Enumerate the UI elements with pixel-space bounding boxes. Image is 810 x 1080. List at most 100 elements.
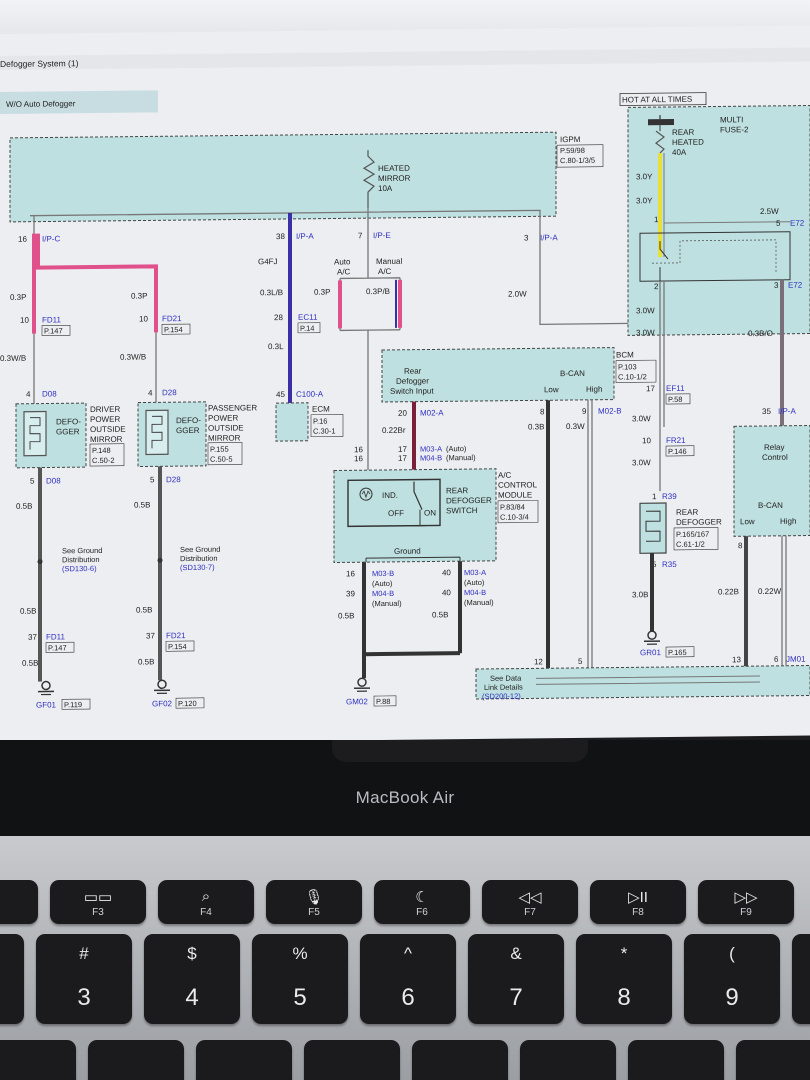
- svg-text:P.88: P.88: [376, 697, 390, 706]
- svg-text:M02-A: M02-A: [420, 408, 444, 417]
- bezel-notch: [332, 740, 588, 762]
- svg-text:16: 16: [354, 445, 363, 454]
- key-letter-row[interactable]: [736, 1040, 810, 1080]
- svg-text:28: 28: [274, 313, 283, 322]
- svg-text:10: 10: [20, 316, 29, 325]
- key-symbol: #: [79, 944, 89, 963]
- mirror-fuse-l2: MIRROR: [378, 174, 411, 183]
- key-7[interactable]: &7: [468, 934, 564, 1024]
- svg-text:High: High: [586, 385, 602, 394]
- key-letter-row[interactable]: [88, 1040, 184, 1080]
- key-0[interactable]: )0: [792, 934, 810, 1024]
- svg-text:(Auto): (Auto): [464, 578, 485, 587]
- svg-text:3: 3: [774, 281, 779, 290]
- conn-ipa2: I/P-A: [540, 233, 558, 242]
- key-letter-row[interactable]: [0, 1040, 76, 1080]
- svg-text:0.3B/O: 0.3B/O: [748, 329, 773, 338]
- svg-text:2: 2: [654, 282, 659, 291]
- svg-text:OFF: OFF: [388, 509, 404, 518]
- key-f2[interactable]: ☼F2: [0, 880, 38, 924]
- svg-text:17: 17: [398, 445, 407, 454]
- svg-text:JM01: JM01: [786, 655, 806, 664]
- key-letter-row[interactable]: [412, 1040, 508, 1080]
- conn-ipe: I/P-E: [373, 231, 391, 240]
- svg-text:3.0W: 3.0W: [636, 306, 655, 315]
- svg-text:1: 1: [654, 215, 659, 224]
- svg-text:BCM: BCM: [616, 350, 634, 359]
- function-icon: ⌕: [201, 888, 211, 905]
- svg-text:P.147: P.147: [44, 326, 63, 335]
- igpm-ref-box: [556, 144, 604, 168]
- svg-text:0.3P/B: 0.3P/B: [366, 287, 390, 296]
- key-letter-row[interactable]: [520, 1040, 616, 1080]
- svg-text:0.5B: 0.5B: [338, 611, 354, 620]
- data-link-box: [475, 665, 810, 700]
- function-icon: ▷II: [628, 889, 648, 906]
- key-letter-row[interactable]: [304, 1040, 400, 1080]
- svg-text:M03-A: M03-A: [420, 444, 442, 453]
- svg-text:Switch Input: Switch Input: [390, 386, 434, 395]
- svg-text:4: 4: [26, 390, 31, 399]
- key-f7[interactable]: ◁◁F7: [482, 880, 578, 924]
- key-4[interactable]: $4: [144, 934, 240, 1024]
- key-f9[interactable]: ▷▷F9: [698, 880, 794, 924]
- svg-text:0.3W/B: 0.3W/B: [0, 354, 26, 363]
- key-8[interactable]: *8: [576, 934, 672, 1024]
- svg-text:GR01: GR01: [640, 648, 661, 657]
- svg-text:M04-B: M04-B: [372, 589, 394, 598]
- svg-text:GGER: GGER: [176, 426, 200, 435]
- key-f4[interactable]: ⌕F4: [158, 880, 254, 924]
- key-letter-row[interactable]: [628, 1040, 724, 1080]
- svg-text:0.3P: 0.3P: [10, 293, 26, 302]
- svg-text:0.5B: 0.5B: [138, 657, 154, 666]
- svg-text:0.5B: 0.5B: [22, 659, 38, 668]
- svg-text:P.165: P.165: [668, 648, 687, 657]
- key-6[interactable]: ^6: [360, 934, 456, 1024]
- svg-text:(Auto): (Auto): [372, 579, 393, 588]
- svg-text:DEFO-: DEFO-: [56, 417, 81, 426]
- svg-text:R35: R35: [662, 560, 677, 569]
- svg-text:DEFOGGER: DEFOGGER: [446, 496, 492, 505]
- svg-text:0.22W: 0.22W: [758, 587, 782, 596]
- svg-text:MIRROR: MIRROR: [90, 435, 123, 444]
- svg-text:Low: Low: [740, 517, 755, 526]
- key-2[interactable]: @2: [0, 934, 24, 1024]
- laptop-bezel: MacBook Air: [0, 740, 810, 840]
- svg-text:D28: D28: [162, 388, 177, 397]
- svg-text:P.119: P.119: [64, 700, 82, 709]
- igpm-ref2: C.80-1/3/5: [560, 156, 595, 165]
- svg-text:FD11: FD11: [46, 632, 66, 641]
- svg-text:0.3W: 0.3W: [566, 422, 585, 431]
- svg-text:0.5B: 0.5B: [136, 605, 152, 614]
- key-3[interactable]: #3: [36, 934, 132, 1024]
- svg-text:CONTROL: CONTROL: [498, 480, 538, 489]
- svg-text:ECM: ECM: [312, 405, 330, 414]
- svg-text:37: 37: [146, 631, 155, 640]
- wire-20w: [539, 226, 630, 326]
- svg-text:37: 37: [28, 633, 37, 642]
- key-f6[interactable]: ☾F6: [374, 880, 470, 924]
- function-icon: ▭▭: [83, 889, 113, 906]
- svg-text:5: 5: [578, 657, 583, 666]
- svg-text:40: 40: [442, 588, 451, 597]
- key-9[interactable]: (9: [684, 934, 780, 1024]
- conn-ipc: I/P-C: [42, 234, 60, 243]
- key-f3[interactable]: ▭▭F3: [50, 880, 146, 924]
- variant-tab: [0, 90, 158, 114]
- svg-text:Defogger: Defogger: [396, 377, 429, 386]
- ecm-box: [275, 402, 309, 442]
- svg-text:See Data: See Data: [490, 674, 522, 683]
- svg-text:EF11: EF11: [666, 384, 685, 393]
- key-f5[interactable]: 🎙F5: [266, 880, 362, 924]
- svg-text:D08: D08: [42, 389, 57, 398]
- svg-text:POWER: POWER: [90, 415, 120, 424]
- svg-text:P.103: P.103: [618, 362, 637, 371]
- svg-text:(SD130-6): (SD130-6): [62, 564, 97, 573]
- svg-text:P.14: P.14: [300, 324, 314, 333]
- igpm-name: IGPM: [560, 135, 581, 144]
- svg-text:M04-B: M04-B: [420, 453, 442, 462]
- key-letter-row[interactable]: [196, 1040, 292, 1080]
- key-5[interactable]: %5: [252, 934, 348, 1024]
- svg-text:12: 12: [534, 657, 543, 666]
